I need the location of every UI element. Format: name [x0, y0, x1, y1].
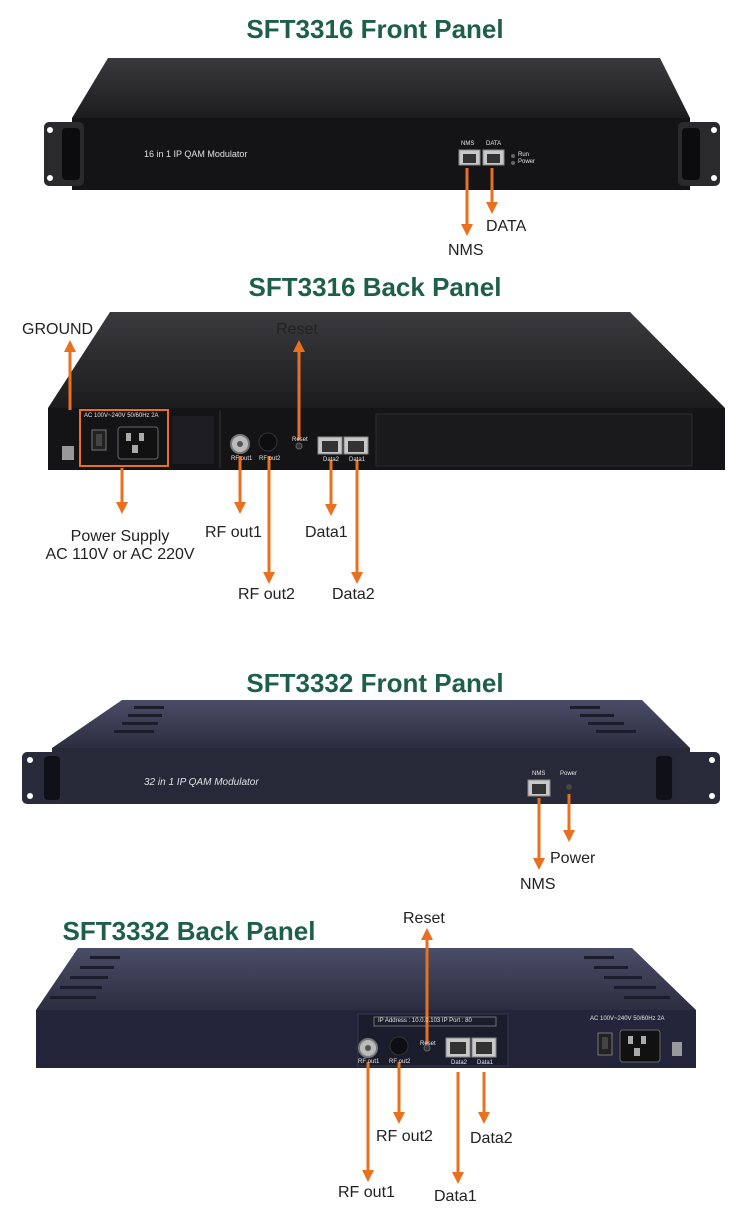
- callout-data1: Data1: [305, 524, 348, 541]
- power-rating: AC 100V~240V 50/60Hz 2A: [84, 413, 159, 419]
- chassis-top: [36, 948, 696, 1010]
- power-led: [566, 784, 572, 790]
- ground-terminal: [62, 446, 74, 460]
- power-module: [79, 409, 169, 467]
- callout-data: DATA: [486, 218, 527, 235]
- port-label-data2: Data2: [323, 457, 340, 463]
- led-label-run: Run: [518, 152, 530, 158]
- rack-ear-left: [44, 122, 84, 186]
- port-label-rf2: RF out2: [389, 1059, 411, 1065]
- port-label-rf1: RF out1: [231, 456, 253, 462]
- callout-power-line1: Power Supply: [70, 528, 170, 545]
- rf-out2-connector[interactable]: [258, 432, 278, 452]
- callout-power-supply: Power Supply AC 110V or AC 220V: [20, 528, 220, 564]
- power-socket[interactable]: [619, 1029, 661, 1063]
- chassis-top: [48, 312, 725, 408]
- port-label-data1: Data1: [477, 1060, 494, 1066]
- led-label-power: Power: [518, 159, 536, 165]
- rack-ear-right: [678, 122, 720, 186]
- callout-ground: GROUND: [22, 321, 94, 338]
- sft3316-back-device: [48, 312, 725, 470]
- port-label-reset: Reset: [420, 1041, 436, 1047]
- ip-address-label: IP Address : 10.0.0.103 IP Port : 80: [378, 1018, 472, 1024]
- callout-rf2: RF out2: [238, 586, 295, 603]
- sft3332-front-device: [22, 700, 720, 804]
- sft3316-front-device: [44, 58, 720, 190]
- rack-ear-left: [22, 752, 64, 804]
- reset-button[interactable]: [423, 1044, 431, 1052]
- port-label-rf2: RF out2: [259, 456, 281, 462]
- callout-data1: Data1: [434, 1188, 477, 1205]
- port-label-data2: Data2: [451, 1060, 468, 1066]
- title-sft3332-front: SFT3332 Front Panel: [246, 668, 504, 698]
- front-face: [52, 748, 690, 804]
- callout-power-line2: AC 110V or AC 220V: [45, 546, 195, 563]
- callout-nms: NMS: [448, 242, 484, 259]
- power-rating: AC 100V~240V 50/60Hz 2A: [590, 1016, 665, 1022]
- title-sft3316-back: SFT3316 Back Panel: [248, 272, 502, 302]
- port-label-data: DATA: [486, 141, 502, 147]
- blank-plate: [375, 413, 693, 467]
- callout-data2: Data2: [470, 1130, 513, 1147]
- port-label-nms: NMS: [532, 771, 546, 777]
- callout-data2: Data2: [332, 586, 375, 603]
- chassis-top: [72, 58, 690, 118]
- callout-nms: NMS: [520, 876, 556, 893]
- port-label-nms: NMS: [461, 141, 475, 147]
- port-label-rf1: RF out1: [358, 1059, 380, 1065]
- led-label-power: Power: [560, 771, 578, 777]
- title-sft3332-back: SFT3332 Back Panel: [62, 916, 316, 946]
- callout-rf2: RF out2: [376, 1128, 433, 1145]
- rack-ear-right: [656, 752, 720, 804]
- port-label-reset: Reset: [292, 437, 308, 443]
- port-label-data1: Data1: [349, 457, 366, 463]
- power-socket[interactable]: [117, 426, 159, 460]
- fan-grille: [172, 416, 214, 464]
- power-led: [511, 161, 515, 165]
- model-text: 16 in 1 IP QAM Modulator: [144, 149, 248, 159]
- ground-terminal: [672, 1042, 682, 1056]
- callout-reset: Reset: [276, 321, 318, 338]
- callout-power: Power: [550, 850, 596, 867]
- callout-reset: Reset: [403, 910, 445, 927]
- title-sft3316-front: SFT3316 Front Panel: [246, 14, 504, 44]
- sft3332-back-device: [36, 948, 696, 1068]
- callout-rf1: RF out1: [205, 524, 262, 541]
- front-face: [72, 118, 690, 190]
- model-text: 32 in 1 IP QAM Modulator: [144, 777, 259, 788]
- ip-label-box: [373, 1016, 497, 1027]
- rf-out2-connector[interactable]: [389, 1036, 409, 1056]
- reset-button[interactable]: [295, 442, 303, 450]
- callout-rf1: RF out1: [338, 1184, 395, 1201]
- chassis-top: [52, 700, 690, 748]
- run-led: [511, 154, 515, 158]
